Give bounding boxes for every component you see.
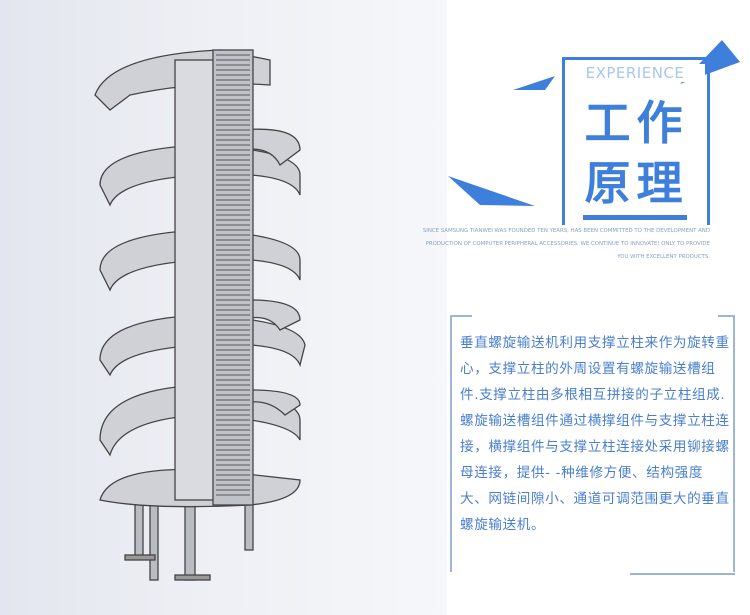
triangle-left (448, 176, 535, 206)
description-box (450, 315, 735, 575)
tagline: SINCE SAMSUNG TIANWEI WAS FOUNDED TEN YE… (422, 228, 710, 260)
title-underline (583, 215, 687, 220)
spiral-conveyor-drawing (94, 49, 306, 581)
product-illustration-panel (0, 0, 447, 615)
description-text: 垂直螺旋输送机利用支撑立柱来作为旋转重心，支撑立柱的外周设置有螺旋输送槽组件.支… (460, 335, 730, 533)
title-line-1: 工作 (584, 96, 689, 150)
title-line-2: 原理 (584, 156, 689, 210)
triangle-small (513, 76, 555, 90)
experience-label: EXPERIENCE (565, 64, 705, 82)
title-frame (562, 57, 710, 225)
